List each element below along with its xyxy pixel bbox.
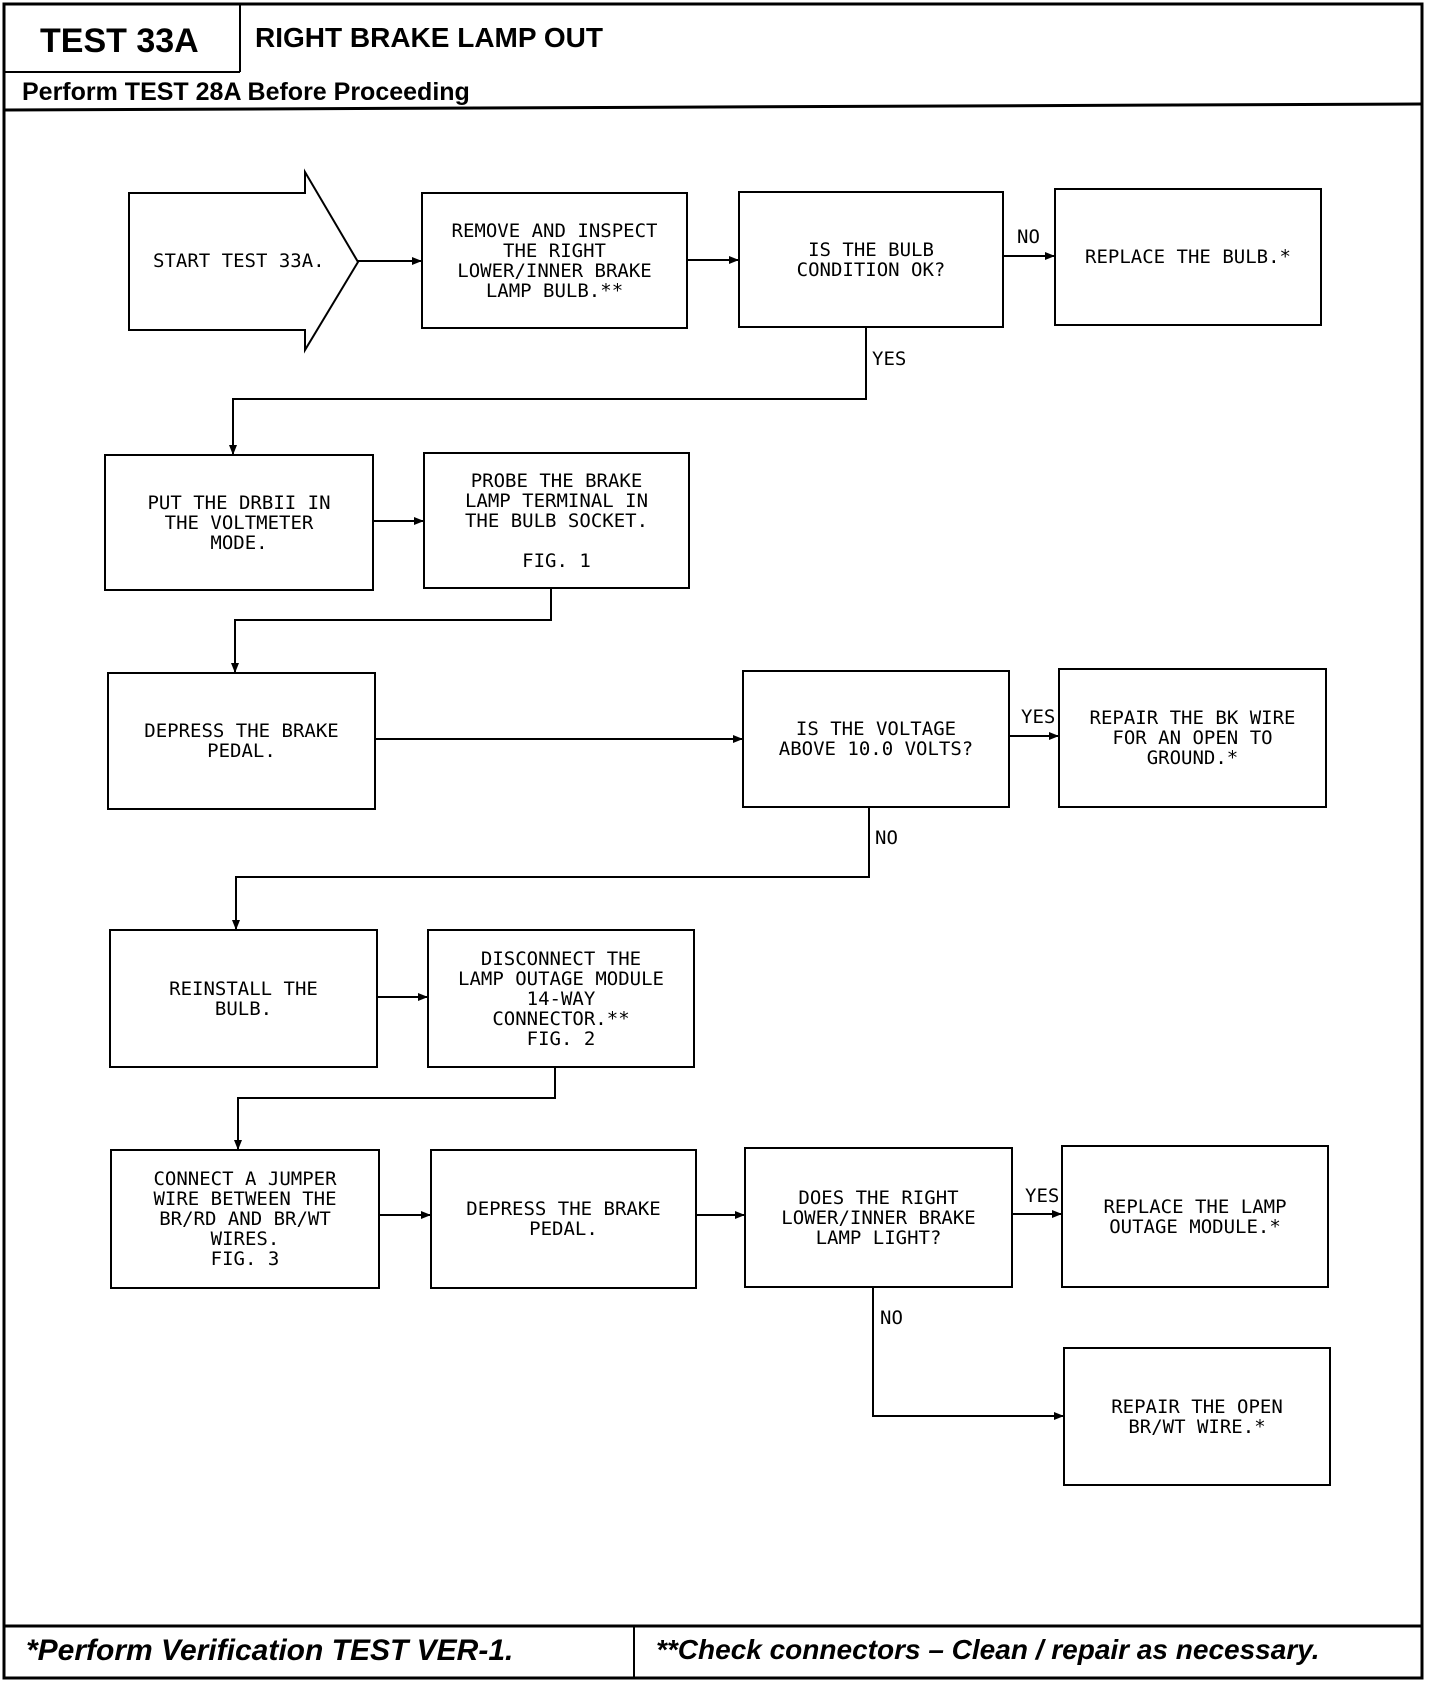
step-drbii-voltmeter-text: PUT THE DRBII IN THE VOLTMETER MODE. (147, 491, 331, 554)
decision-voltage-text: IS THE VOLTAGE ABOVE 10.0 VOLTS? (778, 718, 974, 760)
decision-voltage: IS THE VOLTAGE ABOVE 10.0 VOLTS? (742, 670, 1010, 808)
footer-note-connectors: **Check connectors – Clean / repair as n… (656, 1634, 1320, 1665)
step-disconnect-module: DISCONNECT THE LAMP OUTAGE MODULE 14-WAY… (427, 929, 695, 1068)
decision-lamp-light-text: DOES THE RIGHT LOWER/INNER BRAKE LAMP LI… (781, 1186, 976, 1249)
step-depress-pedal-1: DEPRESS THE BRAKE PEDAL. (107, 672, 376, 810)
connector-disconnect-jumper (234, 1068, 556, 1150)
page-subtitle: Perform TEST 28A Before Proceeding (22, 78, 470, 106)
start-arrow-shape (128, 168, 360, 354)
branch-label-no: NO (880, 1307, 903, 1329)
connector-probe-depress (231, 589, 552, 673)
step-repair-brwt-text: REPAIR THE OPEN BR/WT WIRE.* (1111, 1395, 1283, 1438)
connector-q1-yes (229, 327, 867, 455)
branch-label-no: NO (875, 827, 898, 849)
step-depress-pedal-1-text: DEPRESS THE BRAKE PEDAL. (144, 720, 339, 762)
step-remove-inspect-text: REMOVE AND INSPECT THE RIGHT LOWER/INNER… (451, 219, 658, 302)
branch-label-no: NO (1017, 226, 1040, 248)
step-repair-bk-text: REPAIR THE BK WIRE FOR AN OPEN TO GROUND… (1089, 707, 1296, 769)
step-replace-bulb: REPLACE THE BULB.* (1054, 188, 1322, 326)
step-remove-inspect: REMOVE AND INSPECT THE RIGHT LOWER/INNER… (421, 192, 688, 329)
step-replace-module: REPLACE THE LAMP OUTAGE MODULE.* (1061, 1145, 1329, 1288)
start-label: START TEST 33A. (153, 250, 325, 272)
branch-label-yes: YES (1025, 1185, 1060, 1207)
step-probe-terminal-text: PROBE THE BRAKE LAMP TERMINAL IN THE BUL… (464, 469, 649, 572)
connector-q3-no (872, 1288, 1064, 1420)
branch-label-yes: YES (1021, 706, 1056, 728)
step-reinstall-bulb-text: REINSTALL THE BULB. (169, 977, 318, 1020)
decision-bulb-ok-text: IS THE BULB CONDITION OK? (796, 238, 946, 281)
step-replace-module-text: REPLACE THE LAMP OUTAGE MODULE.* (1103, 1195, 1287, 1238)
step-replace-bulb-text: REPLACE THE BULB.* (1085, 246, 1291, 268)
decision-bulb-ok: IS THE BULB CONDITION OK? (738, 191, 1004, 328)
step-connect-jumper-text: CONNECT A JUMPER WIRE BETWEEN THE BR/RD … (153, 1168, 337, 1270)
footer-note-verification: *Perform Verification TEST VER-1. (26, 1634, 514, 1667)
step-probe-terminal: PROBE THE BRAKE LAMP TERMINAL IN THE BUL… (423, 452, 690, 589)
step-repair-bk: REPAIR THE BK WIRE FOR AN OPEN TO GROUND… (1058, 668, 1327, 808)
step-drbii-voltmeter: PUT THE DRBII IN THE VOLTMETER MODE. (104, 454, 374, 591)
decision-lamp-light: DOES THE RIGHT LOWER/INNER BRAKE LAMP LI… (744, 1147, 1013, 1288)
test-id: TEST 33A (40, 22, 199, 60)
step-depress-pedal-2-text: DEPRESS THE BRAKE PEDAL. (466, 1198, 661, 1240)
branch-label-yes: YES (872, 348, 907, 370)
step-repair-brwt: REPAIR THE OPEN BR/WT WIRE.* (1063, 1347, 1331, 1486)
step-reinstall-bulb: REINSTALL THE BULB. (109, 929, 378, 1068)
page-title: RIGHT BRAKE LAMP OUT (255, 22, 603, 53)
step-connect-jumper: CONNECT A JUMPER WIRE BETWEEN THE BR/RD … (110, 1149, 380, 1289)
header-line-2 (3, 102, 1423, 112)
step-disconnect-module-text: DISCONNECT THE LAMP OUTAGE MODULE 14-WAY… (458, 947, 664, 1050)
step-depress-pedal-2: DEPRESS THE BRAKE PEDAL. (430, 1149, 697, 1289)
connector-q2-no (232, 807, 870, 930)
